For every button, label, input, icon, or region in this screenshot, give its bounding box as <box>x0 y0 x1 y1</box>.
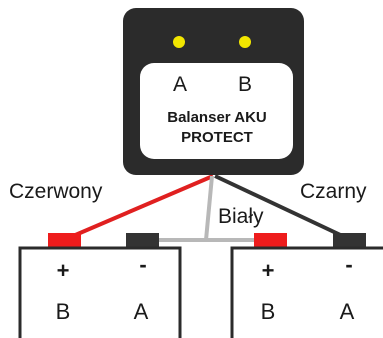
balancer-device: A B Balanser AKU PROTECT <box>123 8 304 175</box>
battery-right-plus-sign: + <box>262 258 275 283</box>
battery-right-b-label: B <box>261 299 276 324</box>
battery-right-positive-terminal <box>254 233 287 248</box>
battery-left-positive-terminal <box>48 233 81 248</box>
red-wire <box>65 174 214 241</box>
black-wire <box>214 174 350 241</box>
battery-right-outline <box>230 246 383 338</box>
black-wire-label: Czarny <box>300 180 367 203</box>
battery-right-a-label: A <box>340 299 355 324</box>
device-label-panel <box>140 63 293 159</box>
battery-left-plus-sign: + <box>57 258 70 283</box>
channel-b-label: B <box>238 73 252 96</box>
battery-left-minus-sign: - <box>139 252 146 277</box>
battery-right-minus-sign: - <box>345 252 352 277</box>
battery-right-negative-terminal <box>333 233 366 248</box>
battery-left-negative-terminal <box>126 233 159 248</box>
battery-left-b-label: B <box>56 299 71 324</box>
battery-left-outline <box>18 246 182 338</box>
led-b-indicator <box>239 36 251 48</box>
channel-a-label: A <box>173 73 187 96</box>
device-name-line1: Balanser AKU <box>167 109 266 126</box>
battery-left: + - B A <box>18 233 182 338</box>
white-wire-label: Biały <box>218 205 264 228</box>
device-name-line2: PROTECT <box>181 129 253 146</box>
white-wire <box>150 175 270 242</box>
battery-left-a-label: A <box>134 299 149 324</box>
red-wire-label: Czerwony <box>9 180 103 203</box>
led-a-indicator <box>173 36 185 48</box>
battery-right: + - B A <box>230 233 383 338</box>
